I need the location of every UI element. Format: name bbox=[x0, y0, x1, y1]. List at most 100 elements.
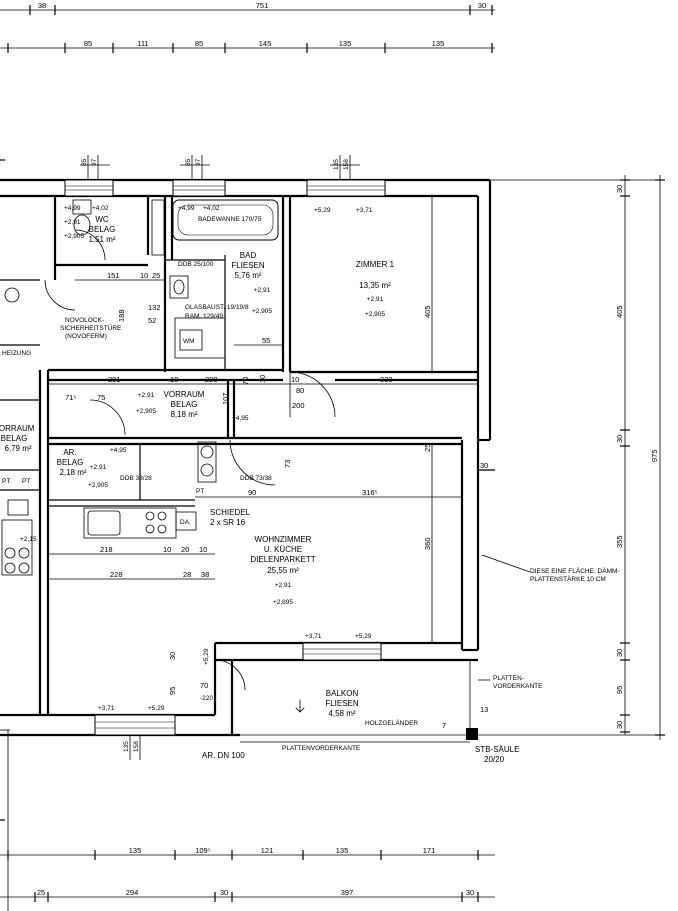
top-dimension-row-1: 38 751 30 bbox=[0, 1, 495, 15]
right-dim-total: 975 bbox=[650, 449, 659, 462]
zimmer-level-1: +2,91 bbox=[367, 296, 384, 303]
badewanne-label: BADEWANNE 170/75 bbox=[198, 216, 262, 223]
schiedel-label-1: SCHIEDEL bbox=[210, 508, 251, 517]
ar-level-2: +2,905 bbox=[88, 482, 108, 489]
room-balkon: BALKON FLIESEN 4,58 m² bbox=[295, 689, 359, 718]
wc-level-1: +2,91 bbox=[64, 219, 81, 226]
d28: 28 bbox=[183, 570, 191, 579]
ar-finish: BELAG bbox=[57, 458, 84, 467]
top2-dim-2: 111 bbox=[137, 39, 148, 48]
balkon-area: 4,58 m² bbox=[328, 709, 355, 718]
zimmer-level-2: +2,905 bbox=[365, 311, 385, 318]
d25: 25 bbox=[152, 271, 160, 280]
d218: 218 bbox=[100, 545, 113, 554]
right-dim-5: 30 bbox=[615, 649, 624, 657]
novolock-label-1: NOVOLOCK- bbox=[65, 317, 104, 324]
top-dim-3: 30 bbox=[478, 1, 486, 10]
d80: 80 bbox=[296, 386, 304, 395]
wohnzimmer-finish: DIELENPARKETT bbox=[250, 555, 315, 564]
ar-area: 2,18 m² bbox=[59, 468, 86, 477]
d188v: 188 bbox=[117, 309, 126, 322]
bottom-dim-1: 135 bbox=[129, 846, 142, 855]
inner-dimensions: 201 10 200 10 330 71⁵ 75 90 316⁵ 218 10 … bbox=[48, 196, 488, 760]
level-left-2: -220 bbox=[200, 695, 213, 702]
vorraum-finish: BELAG bbox=[171, 400, 198, 409]
down-arrow-icon bbox=[295, 699, 305, 713]
d95v: 95 bbox=[168, 687, 177, 695]
d201: 201 bbox=[108, 375, 121, 384]
d30v: 30 bbox=[168, 652, 177, 660]
exterior-walls bbox=[0, 178, 492, 737]
bad-finish: FLIESEN bbox=[231, 261, 265, 270]
top-dimension-row-2: 85 111 85 145 135 135 bbox=[0, 39, 495, 53]
win-dim-1: 85 bbox=[81, 158, 88, 166]
d316: 316⁵ bbox=[362, 488, 378, 497]
d55: 55 bbox=[262, 336, 270, 345]
d228: 228 bbox=[110, 570, 123, 579]
level-markers: +4,99 +4,02 +4,99 +4,02 +5,29 +3,71 +4,9… bbox=[64, 205, 373, 712]
wc-level-2: +2,905 bbox=[64, 233, 84, 240]
top-dim-2: 751 bbox=[256, 1, 269, 10]
wohnzimmer-name: WOHNZIMMER bbox=[255, 535, 312, 544]
win-dim-5: 135 bbox=[333, 159, 340, 170]
wc-name: WC bbox=[95, 215, 109, 224]
d13: 13 bbox=[480, 705, 488, 714]
platten-label-1: PLATTEN- bbox=[493, 675, 524, 682]
ar-level-1: +2,91 bbox=[90, 464, 107, 471]
d38: 38 bbox=[201, 570, 209, 579]
win-dim-6: 158 bbox=[343, 159, 350, 170]
bottom2-dim-5: 30 bbox=[466, 888, 474, 897]
wc-area: 1,51 m² bbox=[88, 235, 115, 244]
pt-label: PT bbox=[196, 488, 204, 495]
bad-level-2: +2,905 bbox=[252, 308, 272, 315]
d200b: 200 bbox=[292, 401, 305, 410]
bad-name: BAD bbox=[240, 251, 257, 260]
d107v: 107 bbox=[221, 392, 230, 405]
vorraum-level-1: +2,91 bbox=[138, 392, 155, 399]
vorraum-level-2: +2,905 bbox=[136, 408, 156, 415]
bottom-dim-5: 171 bbox=[423, 846, 436, 855]
schiedel-label-2: 2 x SR 16 bbox=[210, 518, 246, 527]
stb-saeule-label-1: STB-SÄULE bbox=[475, 745, 519, 754]
bathroom-fixtures: BADEWANNE 170/75 WM bbox=[72, 199, 279, 359]
wohnzimmer-level-1: +2,91 bbox=[275, 582, 292, 589]
vorraum-left-finish: BELAG bbox=[1, 434, 28, 443]
room-zimmer-1: ZIMMER 1 13,35 m² +2,91 +2,905 bbox=[356, 260, 395, 318]
level-wz-1: +3,71 bbox=[305, 633, 322, 640]
d90: 90 bbox=[248, 488, 256, 497]
level-wz-2: +5,29 bbox=[355, 633, 372, 640]
room-ar: AR. BELAG 2,18 m² +2,91 +2,905 bbox=[57, 448, 109, 489]
level-bal-2: +5,29 bbox=[148, 705, 165, 712]
level-wc-2: +4,02 bbox=[92, 205, 109, 212]
room-wc: WC BELAG 1,51 m² +2,91 +2,905 bbox=[64, 215, 116, 244]
vorraum-name: VORRAUM bbox=[164, 390, 205, 399]
zimmer-area: 13,35 m² bbox=[359, 281, 391, 290]
left-edge-details: HEIZUNG PT PT +2,15 bbox=[0, 279, 40, 576]
right-dim-4: 355 bbox=[615, 535, 624, 548]
d158b: 158 bbox=[133, 741, 140, 752]
room-vorraum-left: VORRAUM BELAG 6,79 m² bbox=[0, 424, 35, 453]
bottom-dim-4: 135 bbox=[336, 846, 349, 855]
left-label-heizung: HEIZUNG bbox=[2, 350, 31, 357]
win-dim-3: 85 bbox=[185, 158, 192, 166]
wohnzimmer-name-2: U. KÜCHE bbox=[264, 545, 302, 554]
d70: 70 bbox=[241, 377, 250, 385]
level-bad-2: +4,02 bbox=[203, 205, 220, 212]
glasbaust-label: GLASBAUST. 19/19/8 bbox=[185, 304, 249, 311]
d25v: 25 bbox=[423, 444, 432, 452]
ddb3-label: DDB 73/38 bbox=[240, 475, 272, 482]
interior-walls bbox=[48, 196, 478, 507]
glasbaust-label-2: RAM. 129/49 bbox=[185, 313, 223, 320]
d10b: 10 bbox=[291, 375, 299, 384]
vorraum-area: 8,18 m² bbox=[170, 410, 197, 419]
d405v: 405 bbox=[423, 305, 432, 318]
platten-label-2: VORDERKANTE bbox=[493, 683, 543, 690]
d75: 75 bbox=[97, 393, 105, 402]
d20: 20 bbox=[181, 545, 189, 554]
door-swings bbox=[44, 229, 336, 691]
bottom-dimension-row-1: 135 109⁵ 121 135 171 bbox=[0, 846, 495, 860]
bottom-dim-2: 109⁵ bbox=[195, 846, 211, 855]
bottom2-dim-3: 30 bbox=[220, 888, 228, 897]
kitchen-fixtures: DA. PT bbox=[83, 441, 217, 539]
daemm-label-1: DIESE EINE FLÄCHE: DÄMM- bbox=[530, 567, 620, 575]
